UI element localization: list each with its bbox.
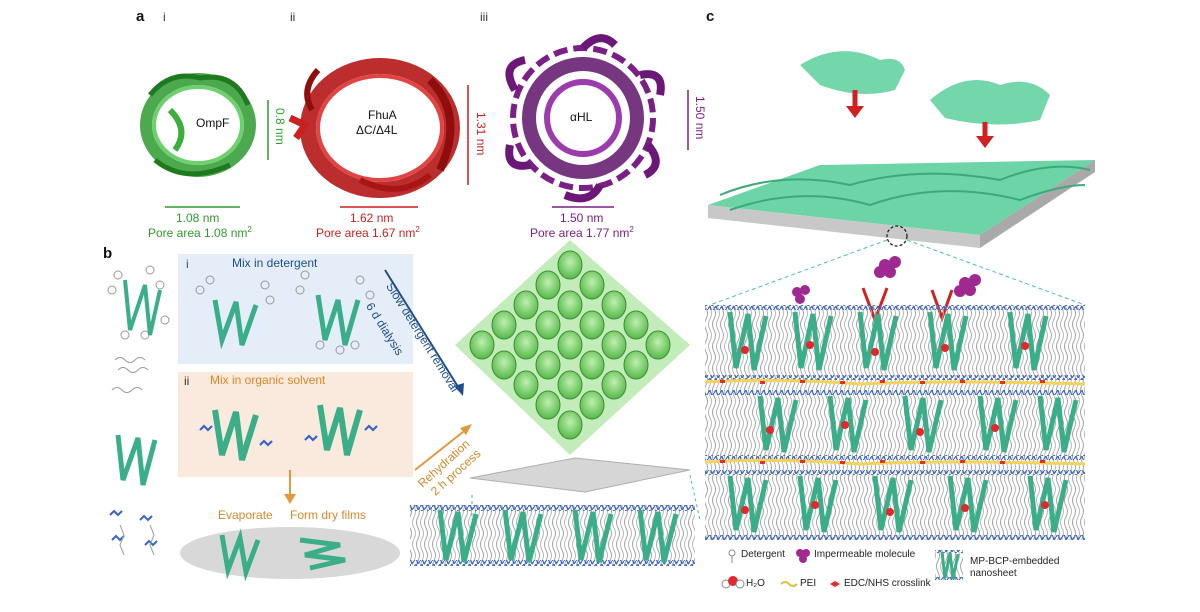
dialysis-arrow [384,269,461,391]
detergent-icon [728,549,736,557]
nanosheet-stack [704,305,1086,540]
fhua-area-label: Pore area 1.67 nm2 [316,225,420,240]
legend-crosslink: EDC/NHS crosslink [844,578,931,589]
panel-a-i-label: i [163,10,166,24]
ahl-area-label: Pore area 1.77 nm2 [530,225,634,240]
falling-sheets [800,51,1050,125]
nanosheet-icon [935,550,963,580]
organic-proteins [199,404,378,461]
ahl-height-label: 1.50 nm [693,96,707,140]
fhua-width-label: 1.62 nm [350,211,394,225]
ahl-name: αHL [570,110,593,124]
ahl-structure [505,34,665,203]
panel-c-label: c [706,8,715,25]
organic-box [178,372,413,477]
pei-icon [780,581,798,587]
ompf-area-label: Pore area 1.08 nm2 [148,225,252,240]
impermeable-molecules [792,256,981,304]
fhua-height-label: 1.31 nm [474,112,488,156]
legend-nanosheet-2: nanosheet [970,568,1017,579]
panel-a-iii-label: iii [480,10,488,24]
ompf-structure [140,73,256,177]
legend-impermeable: Impermeable molecule [814,549,916,560]
ompf-name: OmpF [196,116,230,130]
protein-crystal-lattice [455,240,690,455]
membrane-strip-b [410,505,695,566]
ompf-height-label: 0.8 nm [273,108,287,145]
legend-glyphs [721,549,963,589]
rehydration-arrow [414,427,469,471]
legend-pei: PEI [800,578,817,589]
substrate-stack [708,160,1095,248]
zoom-circle [886,225,908,247]
fhua-name-line1: FhuA [368,108,397,122]
grey-sheet [469,457,691,493]
form-films-label: Form dry films [290,508,366,522]
fhua-structure [288,58,460,198]
detergent-proteins [195,270,375,355]
crosslink-icon [830,581,840,587]
panel-a-label: a [136,8,145,25]
legend-detergent: Detergent [741,549,785,560]
panel-a-ii-label: ii [290,10,296,24]
mix-detergent-label: Mix in detergent [232,256,318,270]
legend-water: H₂O [746,578,765,589]
ahl-width-label: 1.50 nm [560,211,604,225]
ompf-width-label: 1.08 nm [176,211,220,225]
impermeable-icon [796,549,810,563]
panel-b-i-label: i [186,257,189,271]
fhua-name-line2: ΔC/Δ4L [356,123,398,137]
panel-b-ii-label: ii [184,374,190,388]
mix-organic-label: Mix in organic solvent [210,373,326,387]
water-icon [721,576,745,589]
dry-film [180,527,400,579]
panel-b-label: b [103,245,113,262]
left-column-glyphs [107,265,170,556]
evaporate-label: Evaporate [218,508,273,522]
legend-nanosheet-1: MP-BCP-embedded [970,556,1060,567]
